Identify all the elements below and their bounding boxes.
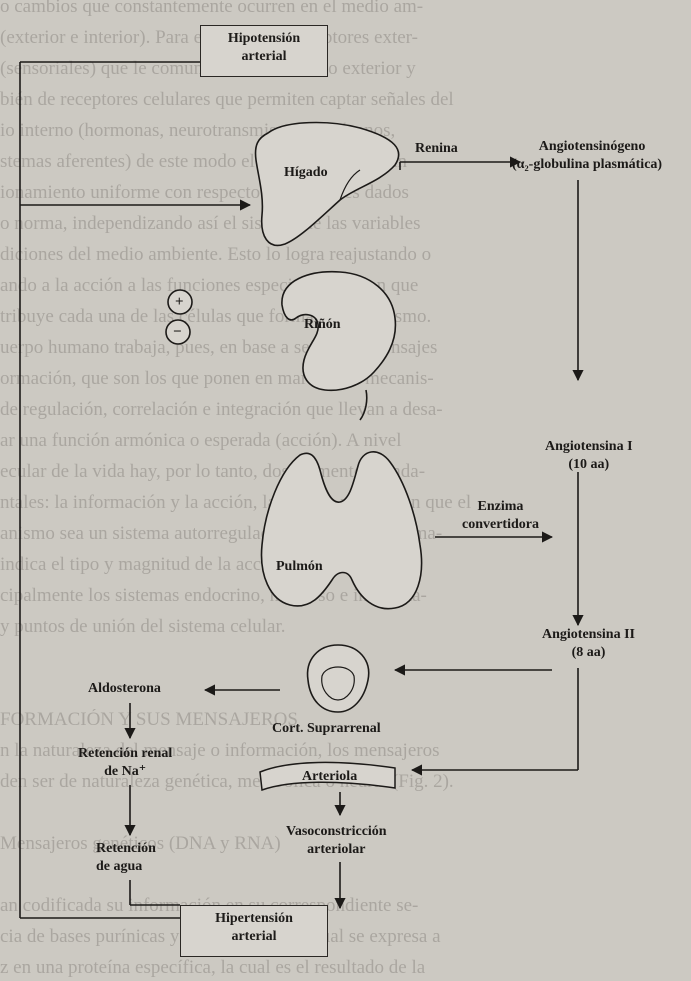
angiotensina2-line2: (8 aa) <box>542 644 635 662</box>
retencion-agua-line2: de agua <box>96 858 156 876</box>
angiotensina1-line2: (10 aa) <box>545 456 633 474</box>
angiotensina2-label: Angiotensina II (8 aa) <box>542 626 635 662</box>
retencion-renal-line2: de Na⁺ <box>78 763 172 781</box>
angiotensina1-line1: Angiotensina I <box>545 438 633 456</box>
hipotension-line1: Hipotensión <box>207 30 321 48</box>
rinon-label: Riñón <box>304 316 341 334</box>
angiotensina2-line1: Angiotensina II <box>542 626 635 644</box>
retencion-agua-label: Retención de agua <box>96 840 156 876</box>
arteriola-label: Arteriola <box>302 768 357 786</box>
enzima-line1: Enzima <box>462 498 539 516</box>
renina-label: Renina <box>415 140 458 158</box>
lung-shape <box>262 452 422 609</box>
hipertension-line1: Hipertensión <box>187 910 321 928</box>
retencion-renal-label: Retención renal de Na⁺ <box>78 745 172 781</box>
pulmon-label: Pulmón <box>276 558 323 576</box>
angiotensinogeno-line1: Angiotensinógeno <box>522 138 662 156</box>
hipotension-box: Hipotensión arterial <box>200 25 328 77</box>
plus-sign: + <box>175 293 184 311</box>
hipertension-box: Hipertensión arterial <box>180 905 328 957</box>
hipertension-line2: arterial <box>187 928 321 946</box>
hipotension-line2: arterial <box>207 48 321 66</box>
aldosterona-label: Aldosterona <box>88 680 161 698</box>
retencion-renal-line1: Retención renal <box>78 745 172 763</box>
angiotensinogeno-label: Angiotensinógeno (α₂-globulina plasmátic… <box>522 138 662 174</box>
retencion-agua-line1: Retención <box>96 840 156 858</box>
cort-suprarrenal-label: Cort. Suprarrenal <box>272 720 381 738</box>
higado-label: Hígado <box>284 164 328 182</box>
vasoconstriccion-line2: arteriolar <box>286 841 387 859</box>
angiotensinogeno-line2: (α₂-globulina plasmática) <box>512 156 662 174</box>
enzima-label: Enzima convertidora <box>462 498 539 534</box>
adrenal-shape <box>308 645 369 712</box>
liver-shape <box>256 123 399 246</box>
vasoconstriccion-line1: Vasoconstricción <box>286 823 387 841</box>
angiotensina1-label: Angiotensina I (10 aa) <box>545 438 633 474</box>
minus-sign: − <box>173 323 182 341</box>
enzima-line2: convertidora <box>462 516 539 534</box>
vasoconstriccion-label: Vasoconstricción arteriolar <box>286 823 387 859</box>
